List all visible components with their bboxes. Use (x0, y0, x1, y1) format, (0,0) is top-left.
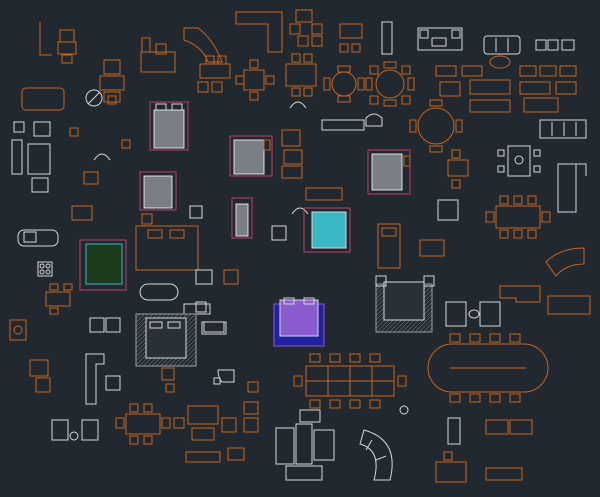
dining-orange-6-lower[interactable] (115, 403, 171, 445)
sofa-white-rounded-mid[interactable] (139, 283, 179, 301)
stove-white[interactable] (37, 261, 53, 277)
dining-rect-4-chairs[interactable] (99, 59, 125, 103)
sofa-l-white-lower[interactable] (85, 353, 121, 405)
bed-single-hatched[interactable] (231, 197, 253, 239)
dining-orange-left-mid[interactable] (45, 283, 73, 315)
dining-orange-lower-mid[interactable] (173, 401, 259, 463)
round-table-6[interactable] (409, 99, 463, 153)
bench-white[interactable] (321, 113, 383, 131)
sofa-white-mid-small[interactable] (203, 321, 225, 333)
dining-table-long-12[interactable] (293, 353, 407, 409)
small-chairs-right-top[interactable] (535, 39, 575, 51)
stove-white-2[interactable] (89, 317, 121, 333)
sofa-set-white-lower[interactable] (275, 409, 335, 481)
bed-hatched-1[interactable] (149, 101, 189, 151)
curved-sofa-large[interactable] (359, 429, 393, 481)
dining-set-orange-3[interactable] (285, 53, 317, 97)
dining-long-8-orange[interactable] (485, 195, 551, 239)
loveseat-white-top[interactable] (417, 27, 463, 51)
armchair-white-mid[interactable] (189, 199, 459, 241)
corner-sofa-block[interactable] (183, 11, 283, 63)
round-dining-4[interactable] (323, 65, 365, 103)
dining-square-small[interactable] (339, 23, 363, 53)
dining-set-orange-1[interactable] (197, 55, 231, 93)
armchair-small-orange[interactable] (69, 127, 99, 221)
coffee-table-small[interactable] (399, 405, 461, 445)
bed-hatched-4[interactable] (139, 171, 177, 211)
bed-with-rug-2[interactable] (375, 275, 435, 333)
dining-orange-lower-right[interactable] (435, 419, 533, 483)
sofa-3seat-white-top[interactable] (483, 35, 521, 55)
conference-table-large[interactable] (427, 333, 549, 403)
tall-cabinet[interactable] (381, 21, 393, 55)
sofa-white-left-mid[interactable] (17, 229, 59, 247)
sectional-orange-right[interactable] (499, 247, 591, 315)
bed-single-orange[interactable] (377, 223, 401, 269)
sofa-white-right-vertical[interactable] (557, 163, 587, 213)
toilet-icon-orange[interactable] (9, 319, 27, 341)
desk-chair-block[interactable] (39, 22, 77, 64)
bed-hatched-3[interactable] (367, 149, 411, 195)
chair-pair-block[interactable] (289, 9, 323, 47)
armchair-white-with-rug[interactable] (183, 269, 239, 315)
bed-purple[interactable] (273, 297, 325, 347)
dining-set-orange-2[interactable] (235, 59, 275, 101)
chair-orange-lower-left[interactable] (29, 359, 259, 393)
bed-plain-orange[interactable] (135, 225, 199, 271)
bed-hatched-2[interactable] (229, 135, 273, 177)
chair-orange-small[interactable] (107, 95, 153, 225)
sofa-white-mini-row[interactable] (195, 301, 227, 335)
bed-with-rug-1[interactable] (135, 313, 197, 367)
bed-dark-green[interactable] (79, 239, 127, 291)
sofa-set-orange-top-right[interactable] (435, 55, 577, 113)
dining-rect-white-right[interactable] (497, 145, 541, 177)
round-dining-8[interactable] (365, 61, 415, 107)
armchair-pair-white[interactable] (445, 301, 501, 327)
sofa-long-white[interactable] (539, 119, 587, 139)
sink-white[interactable] (213, 369, 235, 385)
orange-rounded-rect[interactable] (21, 87, 65, 111)
armchair-white-left[interactable] (11, 121, 51, 193)
round-table-white[interactable] (85, 89, 103, 107)
armchair-white-lower-left[interactable] (51, 419, 99, 441)
dining-orange-mid[interactable] (281, 129, 469, 257)
armchair-block[interactable] (140, 37, 176, 73)
curved-sofa-small[interactable] (93, 101, 309, 215)
bed-cyan[interactable] (303, 207, 351, 253)
